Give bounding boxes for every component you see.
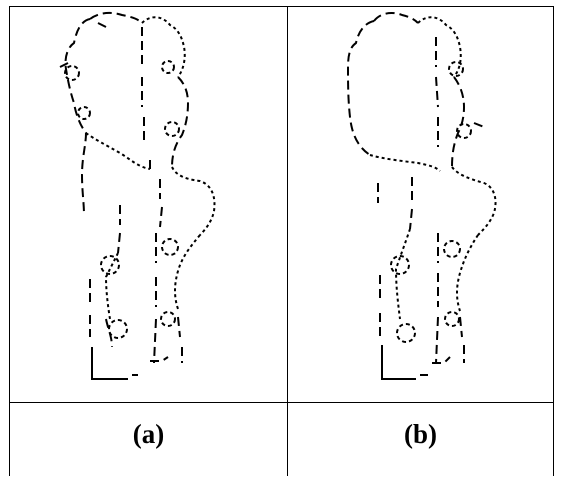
figure-a-left-leg-inner xyxy=(104,252,119,320)
table-divider-vertical xyxy=(287,6,288,476)
figure-a-hole-7 xyxy=(108,319,128,339)
figure-a-upper-left-contour xyxy=(64,18,91,216)
figure-a-right-leg-outer xyxy=(174,234,201,310)
dashed-outline-figure-a xyxy=(59,11,216,380)
table-border-right xyxy=(553,6,554,476)
caption-b: (b) xyxy=(404,418,437,449)
figure-a-right-side xyxy=(171,166,216,236)
figure-b-hole-2 xyxy=(456,123,472,139)
figure-a-base-right xyxy=(150,356,169,362)
panel-b-drawing xyxy=(288,7,553,402)
figure-b-left-leg-inner xyxy=(394,228,411,320)
panel-a-drawing xyxy=(10,7,287,402)
figure-b-neck-right xyxy=(409,177,413,230)
dashed-outline-figure-b xyxy=(347,12,497,380)
figure-b-hole-3 xyxy=(390,255,410,275)
table-divider-horizontal xyxy=(9,402,554,403)
figure-a-hole-5 xyxy=(100,255,120,275)
figure-b-base-left xyxy=(381,347,428,380)
figure-b-inner-chin xyxy=(369,154,441,172)
figure-b-inner-vertical xyxy=(435,37,439,147)
figure-a-right-foot xyxy=(177,316,183,363)
figure-b-right-foot xyxy=(459,316,465,363)
figure-b-base-right xyxy=(432,356,451,364)
figure-a-hole-2 xyxy=(77,106,91,120)
table-border-top xyxy=(9,6,554,7)
figure-b-right-leg-inner xyxy=(435,233,439,364)
figure-a-right-leg-inner xyxy=(153,233,157,364)
figure-b-top-right-bump xyxy=(417,16,462,78)
figure-b-upper-left-contour xyxy=(347,20,375,156)
figure-b-right-side xyxy=(451,166,497,236)
figure-b-top-contour xyxy=(373,12,419,24)
figure-b-hole-5 xyxy=(396,323,416,343)
figure-a-hole-6 xyxy=(161,238,179,256)
caption-a: (a) xyxy=(132,418,165,449)
figure-b-tick-1 xyxy=(473,122,485,128)
figure-a-base-left xyxy=(91,349,138,380)
figure-a-hole-tick-1 xyxy=(59,22,107,68)
table-border-left xyxy=(9,6,10,476)
figure-b-right-shoulder xyxy=(451,76,465,168)
figure-a-top-contour xyxy=(89,11,143,24)
figure-a-inner-vertical-1 xyxy=(141,27,145,145)
figure-a-hole-4 xyxy=(164,121,180,137)
figure-a-neck-right xyxy=(159,179,163,228)
figure-a-inner-chin xyxy=(85,132,151,170)
figure-a-hole-8 xyxy=(160,311,176,327)
figure-a-neck-left xyxy=(117,205,121,254)
figure-b-hole-6 xyxy=(444,311,460,327)
figure-a-top-right-bump xyxy=(141,16,186,78)
figure-b-hole-1 xyxy=(448,61,464,77)
figure-b-right-leg-outer xyxy=(456,234,479,312)
figure-a-hole-1 xyxy=(64,65,80,81)
figure-a-right-shoulder xyxy=(171,76,189,168)
figure-b-hole-4 xyxy=(443,240,461,258)
figure-a-hole-3 xyxy=(161,60,175,74)
